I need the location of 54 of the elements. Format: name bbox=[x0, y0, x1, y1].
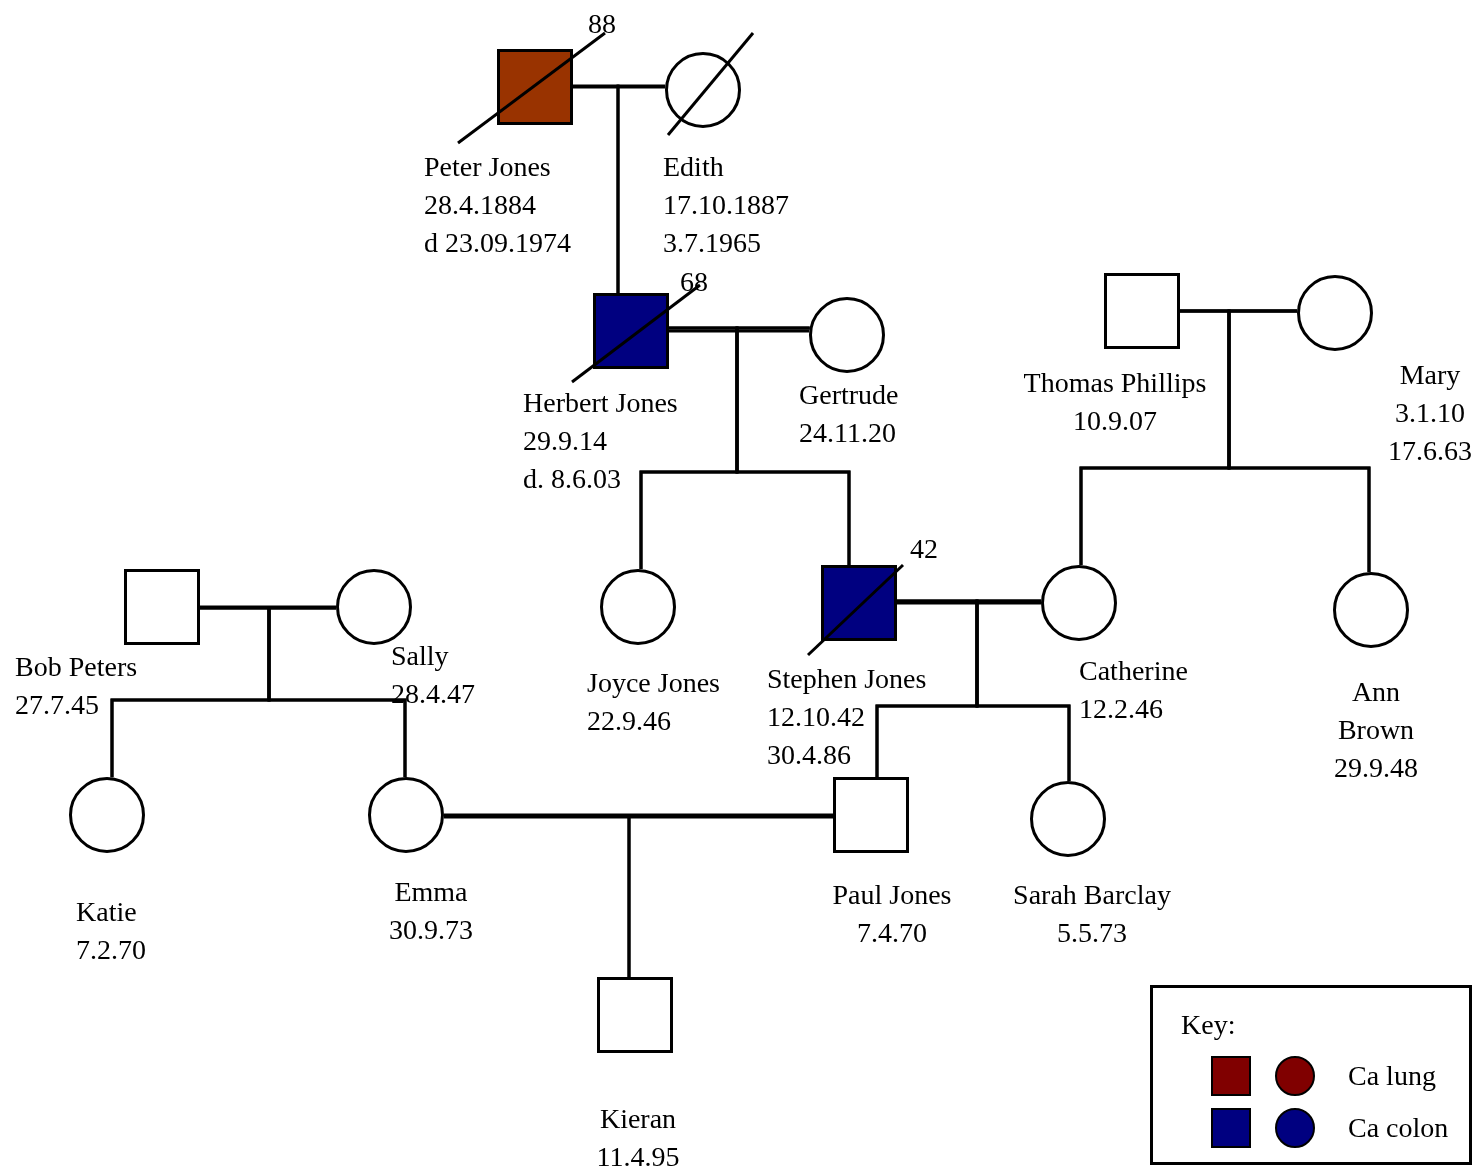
pedigree-line bbox=[897, 601, 1041, 605]
date-label: 3.7.1965 bbox=[663, 226, 761, 260]
date-label: d 23.09.1974 bbox=[424, 226, 571, 260]
date-label: 17.6.63 bbox=[1387, 434, 1473, 468]
pedigree-line bbox=[669, 329, 810, 333]
person-name: Ann Brown bbox=[1336, 675, 1416, 747]
date-label: 7.2.70 bbox=[76, 933, 146, 967]
age-label: 42 bbox=[910, 534, 938, 564]
pedigree-line bbox=[200, 605, 336, 609]
person-name: Joyce Jones bbox=[587, 666, 720, 700]
person-name: Stephen Jones bbox=[767, 662, 927, 696]
date-label: 12.2.46 bbox=[1079, 692, 1163, 726]
person-name: Peter Jones bbox=[424, 150, 551, 184]
person-name: Emma bbox=[393, 875, 469, 909]
person-name: Edith bbox=[663, 150, 724, 184]
pedigree-line bbox=[627, 815, 833, 977]
person-name: Mary bbox=[1398, 358, 1462, 392]
legend-title: Key: bbox=[1181, 1008, 1236, 1042]
pedigree-line bbox=[975, 599, 1071, 781]
date-label: 29.9.48 bbox=[1333, 751, 1419, 785]
person-name: Kieran bbox=[598, 1102, 678, 1136]
pedigree-line bbox=[616, 84, 666, 293]
date-label: 28.4.1884 bbox=[424, 188, 536, 222]
date-label: 22.9.46 bbox=[587, 704, 671, 738]
legend-label: Ca colon bbox=[1348, 1111, 1449, 1145]
person-name: Thomas Phillips bbox=[1022, 366, 1208, 400]
date-label: 10.9.07 bbox=[1072, 404, 1158, 438]
date-label: 17.10.1887 bbox=[663, 188, 789, 222]
date-label: 3.1.10 bbox=[1394, 396, 1466, 430]
pedigree-line bbox=[444, 813, 833, 817]
date-label: 28.4.47 bbox=[391, 677, 475, 711]
pedigree-line bbox=[735, 326, 851, 565]
pedigree-line bbox=[573, 85, 666, 89]
person-name: Sally bbox=[391, 639, 449, 673]
date-label: 24.11.20 bbox=[799, 416, 896, 450]
age-label: 88 bbox=[588, 9, 616, 39]
date-label: d. 8.6.03 bbox=[523, 462, 621, 496]
person-name: Bob Peters bbox=[15, 650, 138, 684]
date-label: 30.4.86 bbox=[767, 738, 851, 772]
date-label: 30.9.73 bbox=[388, 913, 474, 947]
date-label: 12.10.42 bbox=[767, 700, 865, 734]
date-label: 29.9.14 bbox=[523, 424, 607, 458]
person-name: Katie bbox=[76, 895, 137, 929]
person-name: Herbert Jones bbox=[523, 386, 678, 420]
date-label: 11.4.95 bbox=[595, 1140, 681, 1173]
pedigree-line bbox=[267, 606, 407, 777]
person-name: Catherine bbox=[1079, 654, 1188, 688]
person-name: Gertrude bbox=[799, 378, 899, 412]
date-label: 7.4.70 bbox=[856, 916, 928, 950]
legend-label: Ca lung bbox=[1348, 1059, 1436, 1093]
date-label: 5.5.73 bbox=[1056, 916, 1128, 950]
pedigree-line bbox=[1227, 309, 1371, 573]
date-label: 27.7.45 bbox=[15, 688, 99, 722]
age-label: 68 bbox=[680, 267, 708, 297]
